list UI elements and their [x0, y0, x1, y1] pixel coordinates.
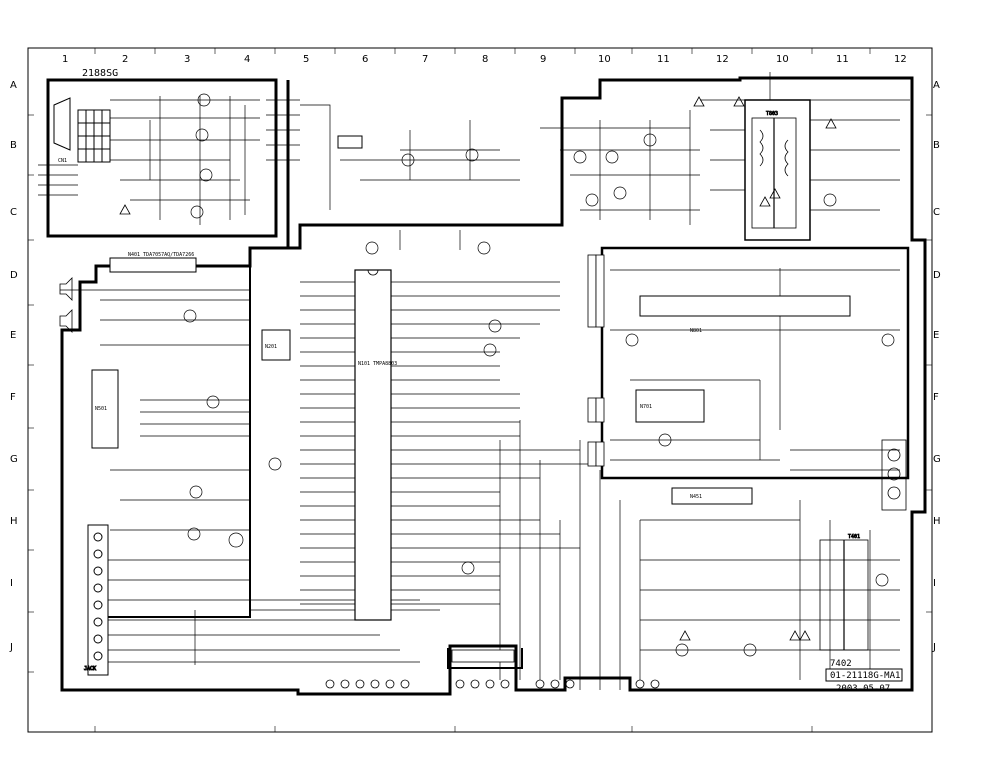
tuner-ic: N801 — [639, 295, 851, 334]
row-label-D-right: D — [933, 270, 941, 281]
row-label-A-right: A — [933, 80, 940, 91]
audio-amp-ic: N401 TDA7057AQ/TDA7266 — [109, 252, 197, 273]
col-label-11b: 11 — [836, 54, 849, 65]
row-label-H-right: H — [933, 516, 941, 527]
power-ic-label: N701 — [640, 404, 652, 410]
row-label-I: I — [10, 578, 13, 589]
sheet-border — [27, 47, 933, 733]
row-label-J: J — [9, 642, 13, 653]
row-label-C-right: C — [933, 207, 940, 218]
right-coils — [881, 439, 907, 511]
warning-note: 7402 — [830, 659, 852, 669]
main-ic: N101 TMPA8803 — [354, 269, 397, 621]
board-code: 01-21118G-MA1 — [830, 671, 900, 681]
bottom-connectors — [325, 649, 660, 689]
col-label-10: 10 — [598, 54, 611, 65]
jack-panel-label: JACK — [84, 666, 96, 672]
warning-triangles — [119, 96, 837, 641]
row-label-B: B — [10, 140, 17, 151]
wiring — [38, 72, 910, 690]
col-label-12: 12 — [716, 54, 729, 65]
col-label-9: 9 — [540, 54, 546, 65]
deflection-ic-label: N451 — [690, 494, 702, 500]
row-label-F: F — [10, 392, 16, 403]
col-label-8: 8 — [482, 54, 488, 65]
main-ic-label: N101 TMPA8803 — [358, 361, 397, 367]
model-label: 2188SG — [82, 68, 118, 79]
power-transformer: T803 — [751, 111, 797, 229]
column-ticks — [94, 48, 871, 732]
av-ic: N501 — [91, 369, 119, 449]
row-label-G: G — [10, 454, 18, 465]
board-date: 2003-05-07 — [836, 684, 890, 694]
col-label-3: 3 — [184, 54, 190, 65]
jack-panel: JACK — [84, 524, 109, 676]
row-label-B-right: B — [933, 140, 940, 151]
deflection-ic: N451 — [671, 487, 753, 505]
speaker-icons — [59, 277, 73, 333]
col-label-2: 2 — [122, 54, 128, 65]
crt-socket-label: CN1 — [58, 158, 67, 164]
row-labels-left: A B C D E F G H I J — [9, 80, 18, 653]
col-label-6: 6 — [362, 54, 368, 65]
board-code-box: 7402 01-21118G-MA1 2003-05-07 — [825, 659, 903, 694]
sync-ic: N201 — [261, 329, 291, 361]
row-label-D: D — [10, 270, 18, 281]
col-label-5: 5 — [303, 54, 309, 65]
crt-socket — [53, 97, 111, 163]
power-transformer-label: T803 — [766, 111, 778, 117]
flyback-label: T401 — [848, 534, 860, 540]
row-label-E-right: E — [933, 330, 939, 341]
row-label-G-right: G — [933, 454, 941, 465]
row-ticks — [28, 114, 932, 673]
board-outlines — [46, 76, 927, 696]
row-label-A: A — [10, 80, 17, 91]
col-label-7: 7 — [422, 54, 428, 65]
row-label-F-right: F — [933, 392, 939, 403]
sync-ic-label: N201 — [265, 344, 277, 350]
row-label-I-right: I — [933, 578, 936, 589]
row-label-J-right: J — [932, 642, 936, 653]
flyback-transformer: T401 — [819, 534, 869, 651]
transistors — [183, 93, 895, 657]
col-label-10b: 10 — [776, 54, 789, 65]
col-label-11: 11 — [657, 54, 670, 65]
row-label-H: H — [10, 516, 18, 527]
row-labels-right: A B C D E F G H I J — [932, 80, 941, 653]
col-label-1: 1 — [62, 54, 68, 65]
col-label-12b: 12 — [894, 54, 907, 65]
tuner-ic-label: N801 — [690, 328, 702, 334]
row-label-E: E — [10, 330, 16, 341]
col-label-4: 4 — [244, 54, 250, 65]
regulator-ic — [337, 135, 363, 149]
av-ic-label: N501 — [95, 406, 107, 412]
audio-amp-label: N401 TDA7057AQ/TDA7266 — [128, 252, 194, 258]
column-labels: 1 2 3 4 5 6 7 8 9 10 11 12 10 11 12 — [62, 54, 907, 65]
power-ic: N701 — [635, 389, 705, 423]
row-label-C: C — [10, 207, 17, 218]
connector-strip-right — [587, 254, 605, 467]
